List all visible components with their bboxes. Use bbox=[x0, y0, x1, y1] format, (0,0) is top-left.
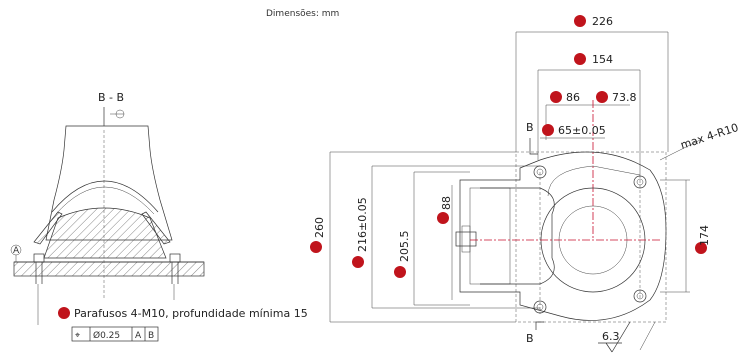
dim-offset-right: 73.8 bbox=[612, 91, 637, 104]
dim-overall-height: 260 bbox=[313, 217, 326, 238]
roughness-value: 6.3 bbox=[602, 330, 620, 343]
dim-hole-spacing: 65±0.05 bbox=[558, 124, 606, 137]
note-marker bbox=[58, 307, 70, 319]
mount-hole-br bbox=[633, 289, 647, 303]
plan-view: 226 154 86 73.8 65±0.05 B max 4-R10 260 … bbox=[310, 15, 740, 353]
dim-corner-radius: max 4-R10 bbox=[679, 121, 740, 152]
tower-outline bbox=[45, 125, 173, 241]
base-plate bbox=[13, 261, 205, 277]
marker-dot bbox=[310, 241, 322, 253]
section-view: B - B A bbox=[10, 91, 308, 342]
units-label: Dimensões: mm bbox=[266, 9, 339, 19]
bolt-right bbox=[169, 253, 181, 284]
dim-offset-left: 86 bbox=[566, 91, 580, 104]
datum-a-label: A bbox=[13, 246, 20, 256]
dim-body-height: 205.5 bbox=[398, 231, 411, 263]
marker-dot bbox=[437, 212, 449, 224]
section-title: B - B bbox=[98, 91, 124, 104]
marker-dot bbox=[574, 15, 586, 27]
body-outline bbox=[459, 151, 667, 321]
marker-dot bbox=[574, 53, 586, 65]
connector bbox=[455, 231, 477, 247]
datum-circle-icon bbox=[115, 109, 125, 119]
note-text: Parafusos 4-M10, profundidade mínima 15 bbox=[74, 307, 308, 320]
mount-hole-tr bbox=[633, 175, 647, 189]
bolt-left bbox=[33, 253, 45, 284]
tolerance-datum-b: B bbox=[148, 331, 154, 341]
roughness-symbol: 6.3 bbox=[598, 321, 656, 353]
dim-flange-height: 88 bbox=[440, 196, 453, 210]
tolerance-datum-a: A bbox=[135, 331, 142, 341]
mount-hole-bl bbox=[533, 300, 547, 314]
section-mark-bottom: B bbox=[526, 332, 534, 345]
marker-dot bbox=[542, 124, 554, 136]
position-icon: ⌖ bbox=[75, 331, 80, 341]
marker-dot bbox=[352, 256, 364, 268]
mount-hole-tl bbox=[533, 165, 547, 179]
dim-overall-width: 226 bbox=[592, 15, 613, 28]
marker-dot bbox=[394, 266, 406, 278]
marker-dot bbox=[550, 91, 562, 103]
tolerance-value: Ø0.25 bbox=[93, 330, 120, 341]
tolerance-frame: ⌖ Ø0.25 A B bbox=[71, 326, 159, 342]
dim-bolt-span: 154 bbox=[592, 53, 613, 66]
marker-dot bbox=[596, 91, 608, 103]
section-mark-top: B bbox=[526, 121, 534, 134]
marker-dot bbox=[695, 242, 707, 254]
dim-right-height: 174 bbox=[698, 225, 711, 246]
dim-hole-height: 216±0.05 bbox=[356, 197, 369, 252]
